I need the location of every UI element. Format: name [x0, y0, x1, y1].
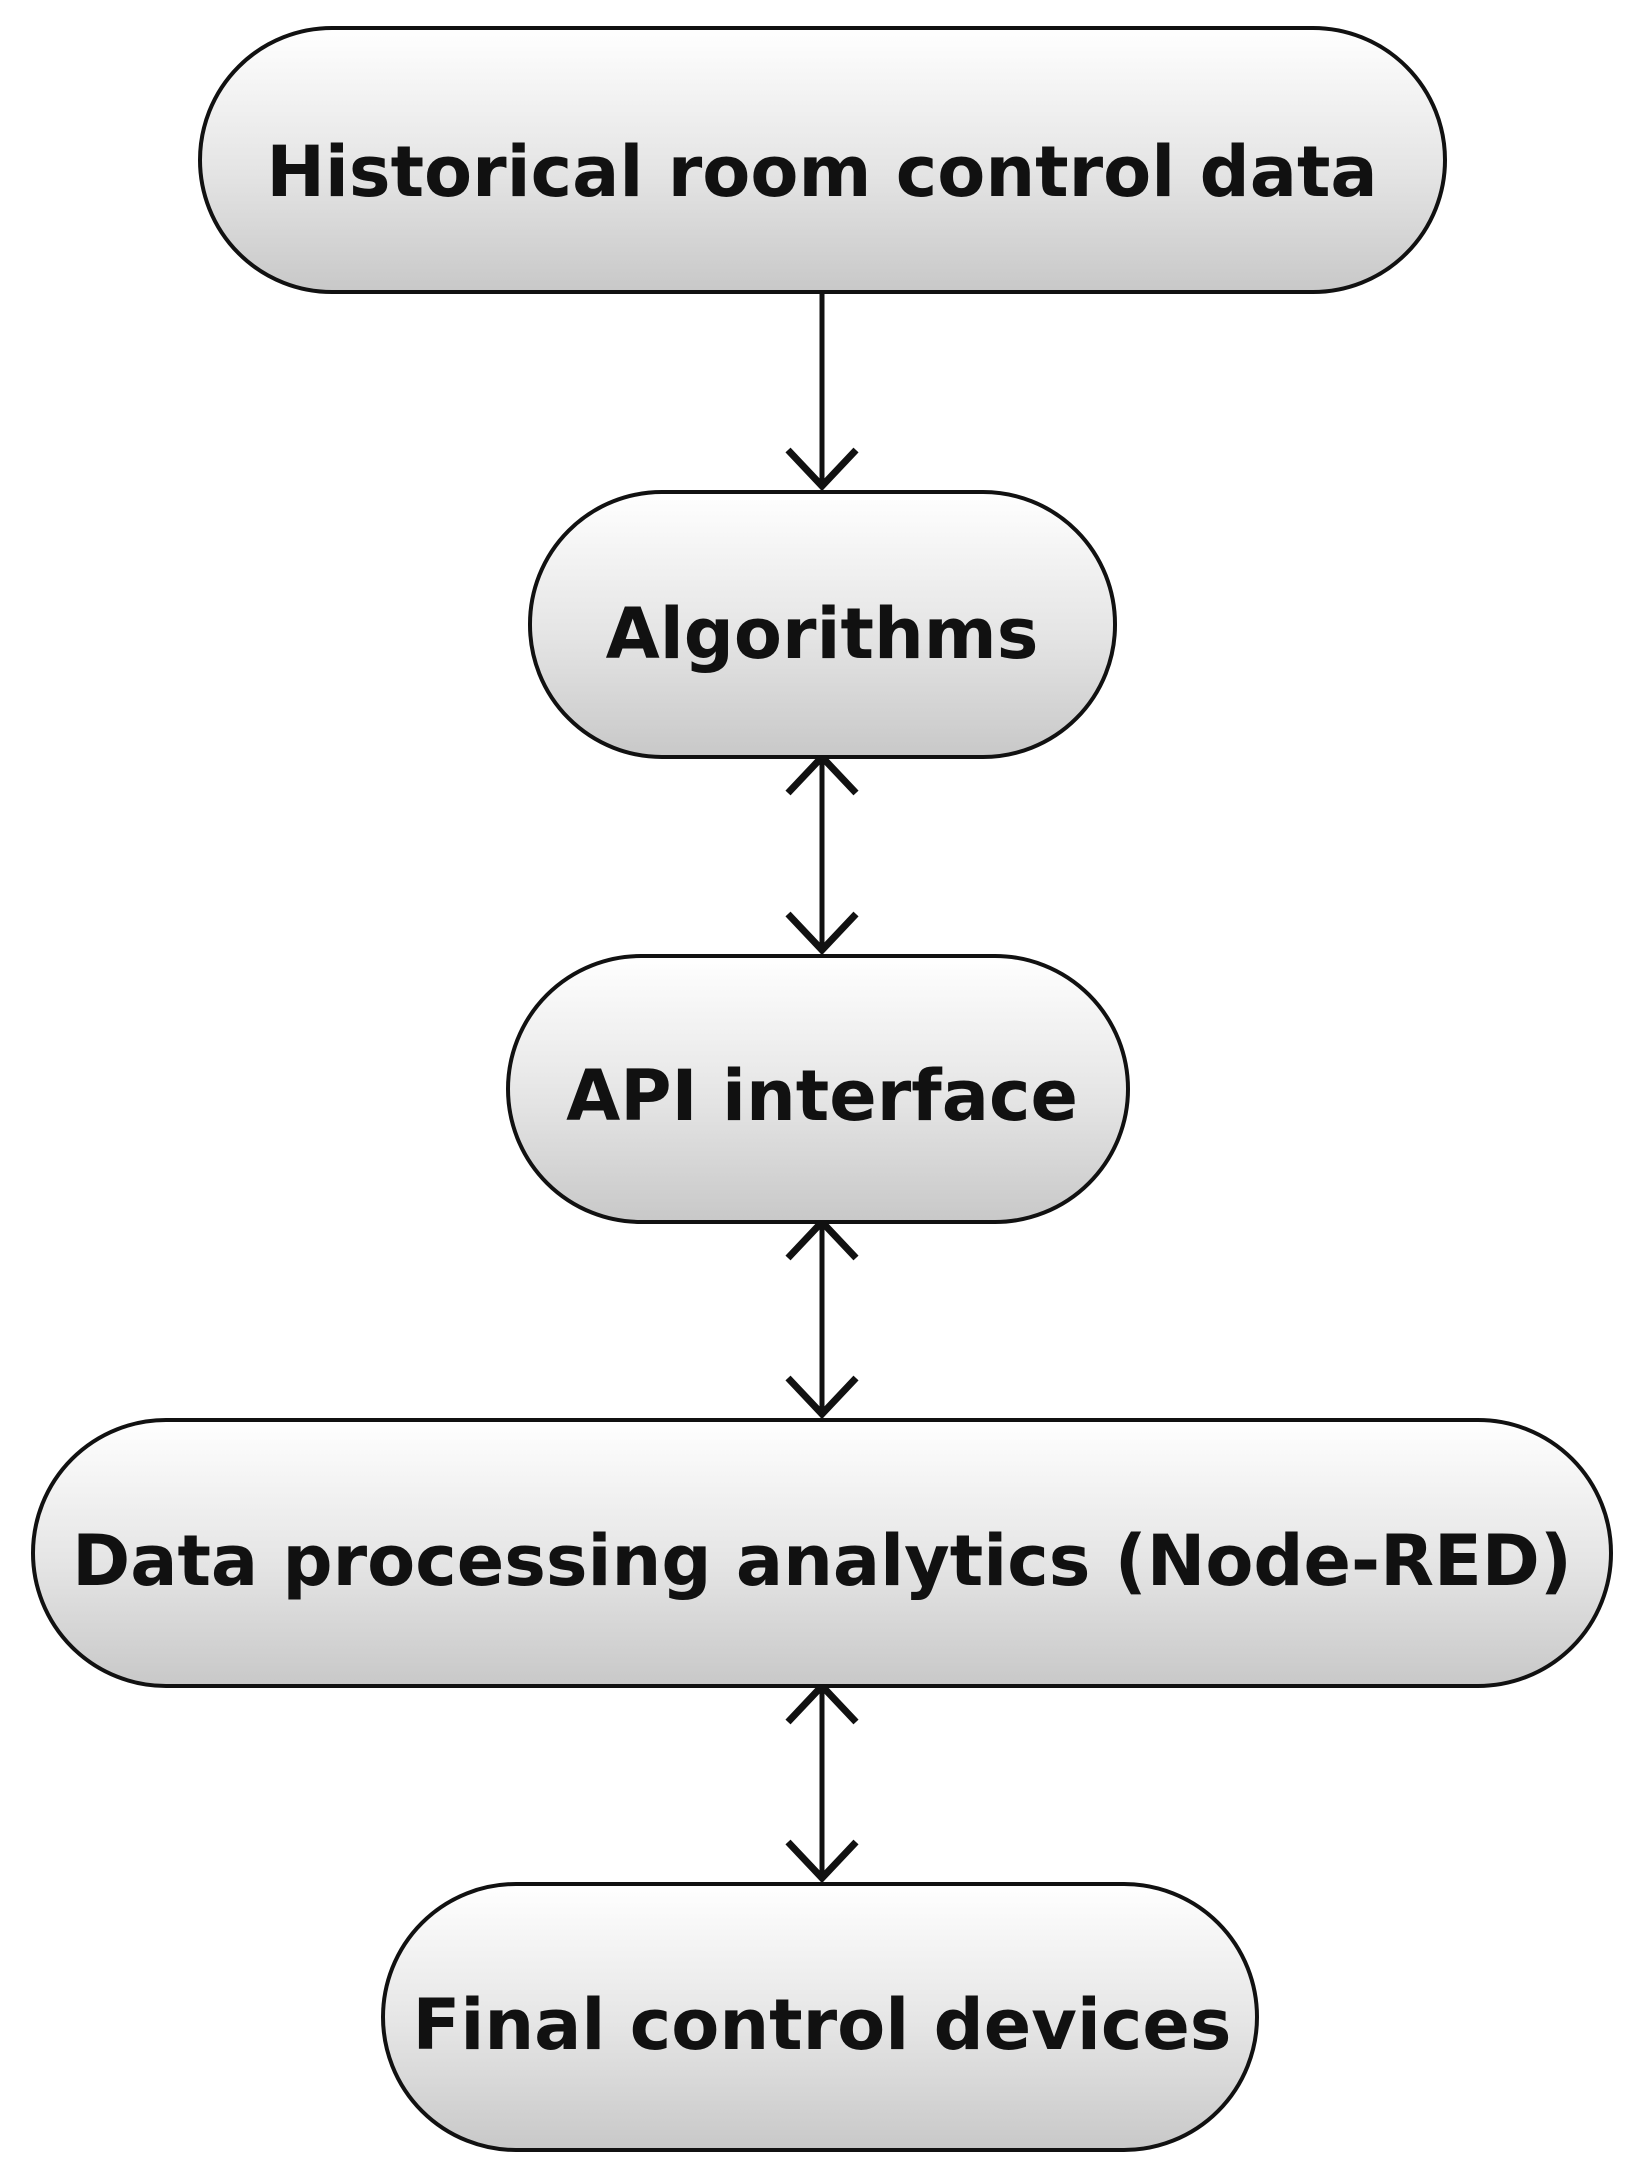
edges: [785, 292, 859, 1884]
arrowhead-down: [785, 911, 859, 956]
arrowhead-down: [785, 447, 859, 492]
edge-algorithms-api: [785, 751, 859, 956]
node-historical-room-control-data: Historical room control data: [198, 26, 1447, 294]
node-label-historical: Historical room control data: [266, 131, 1377, 213]
node-algorithms: Algorithms: [528, 490, 1117, 759]
arrowhead-down: [785, 1375, 859, 1420]
edge-api-processing: [785, 1216, 859, 1420]
node-label-api: API interface: [566, 1055, 1078, 1137]
node-api-interface: API interface: [506, 954, 1130, 1224]
edge-processing-devices: [785, 1680, 859, 1884]
node-final-control-devices: Final control devices: [381, 1882, 1259, 2152]
node-label-algorithms: Algorithms: [606, 593, 1039, 675]
edge-historical-to-algorithms: [785, 292, 859, 492]
node-data-processing-analytics: Data processing analytics (Node-RED): [31, 1418, 1613, 1688]
node-label-devices: Final control devices: [413, 1984, 1232, 2066]
arrowhead-down: [785, 1839, 859, 1884]
node-label-processing: Data processing analytics (Node-RED): [72, 1520, 1572, 1602]
